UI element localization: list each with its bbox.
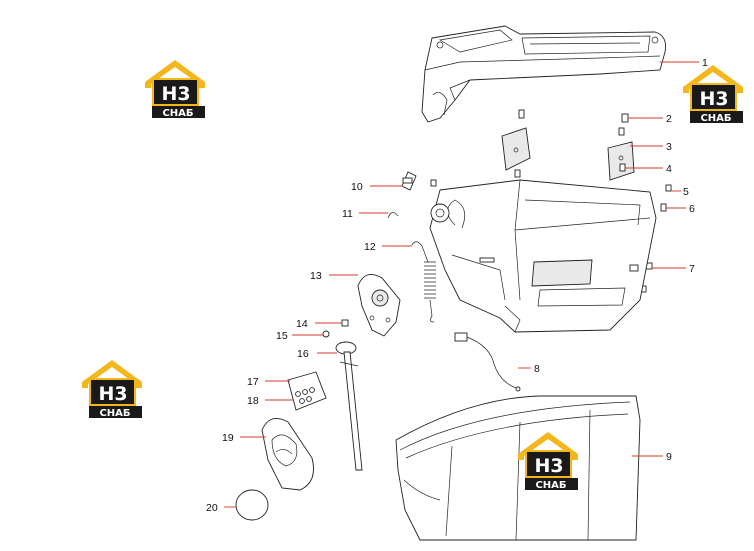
callout-2: 2 [666,113,672,125]
callout-labels: 1 2 3 4 5 6 7 8 9 10 11 12 13 14 15 16 1… [206,57,708,514]
brand-logo: H3 CHAБ [518,432,578,491]
part-10-pin [401,171,417,191]
callout-8: 8 [534,363,540,375]
leader-lines [224,61,699,508]
callout-13: 13 [310,270,322,282]
callout-20: 20 [206,502,218,514]
part-4-screw [514,163,626,178]
part-13-pivot-plate [357,273,401,337]
callout-15: 15 [276,330,288,342]
part-1-armrest-cover [421,25,666,123]
callout-12: 12 [364,241,376,253]
brand-logo: H3 CHAБ [683,65,743,124]
part-5-screw [430,179,672,192]
logo-mark-text: H3 [161,83,190,105]
callout-9: 9 [666,451,672,463]
part-16-knob-hub [335,341,363,471]
callout-10: 10 [351,181,363,193]
part-18-switch-buttons [295,387,315,404]
callout-16: 16 [297,348,309,360]
part-9-lower-tray [395,395,641,541]
brand-logo: H3 CHAБ [82,360,142,419]
callout-17: 17 [247,376,259,388]
callout-6: 6 [689,203,695,215]
part-3-bracket [501,127,635,181]
logo-brand-text: CHAБ [535,480,566,491]
callout-18: 18 [247,395,259,407]
part-19-joystick-boot [261,417,314,491]
callout-14: 14 [296,318,308,330]
part-14-screw [341,319,349,327]
callout-3: 3 [666,141,672,153]
logo-mark-text: H3 [534,455,563,477]
logo-brand-text: CHAБ [99,408,130,419]
brand-logo: H3 CHAБ [145,60,205,119]
callout-7: 7 [689,263,695,275]
part-2-screw [518,109,629,136]
callout-19: 19 [222,432,234,444]
part-11-clip [387,212,399,219]
callout-4: 4 [666,163,672,175]
logo-mark-text: H3 [98,383,127,405]
armrest-frame [429,179,657,333]
part-8-cable [454,332,521,392]
callout-11: 11 [342,208,353,220]
callout-1: 1 [702,57,708,69]
part-15-nut [322,330,330,338]
logo-mark-text: H3 [699,88,728,110]
logo-brand-text: CHAБ [162,108,193,119]
callout-5: 5 [683,186,689,198]
logo-brand-text: CHAБ [700,113,731,124]
part-20-cap [235,489,269,521]
part-12-spring [411,241,436,323]
